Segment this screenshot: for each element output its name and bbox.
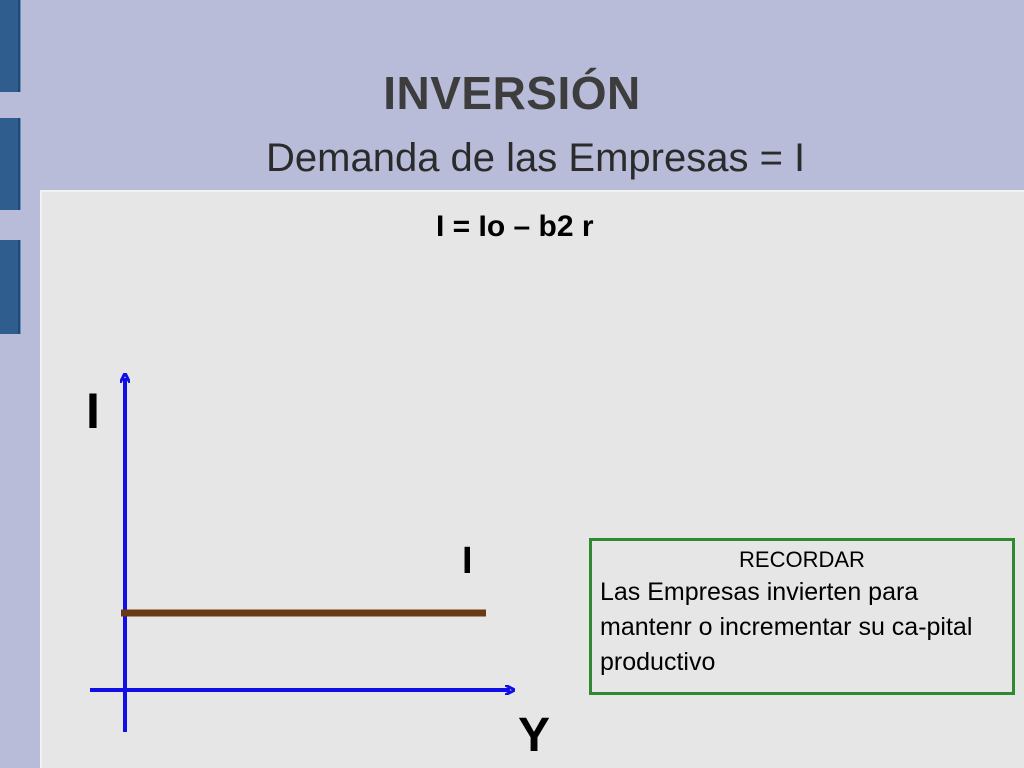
- slide-title: INVERSIÓN: [383, 67, 641, 119]
- side-tab-middle: [0, 118, 20, 210]
- y-axis-label: I: [86, 383, 100, 439]
- reminder-box: RECORDAR Las Empresas invierten para man…: [589, 538, 1015, 695]
- side-tab-top: [0, 0, 20, 92]
- side-tab-bottom: [0, 240, 20, 334]
- slide-subtitle: Demanda de las Empresas = I: [266, 136, 806, 180]
- investment-formula: I = Io – b2 r: [436, 210, 594, 243]
- x-axis-label: Y: [518, 709, 551, 762]
- reminder-text: Las Empresas invierten para mantenr o in…: [600, 578, 973, 676]
- reminder-title: RECORDAR: [739, 547, 865, 572]
- investment-curve-label: I: [462, 540, 473, 582]
